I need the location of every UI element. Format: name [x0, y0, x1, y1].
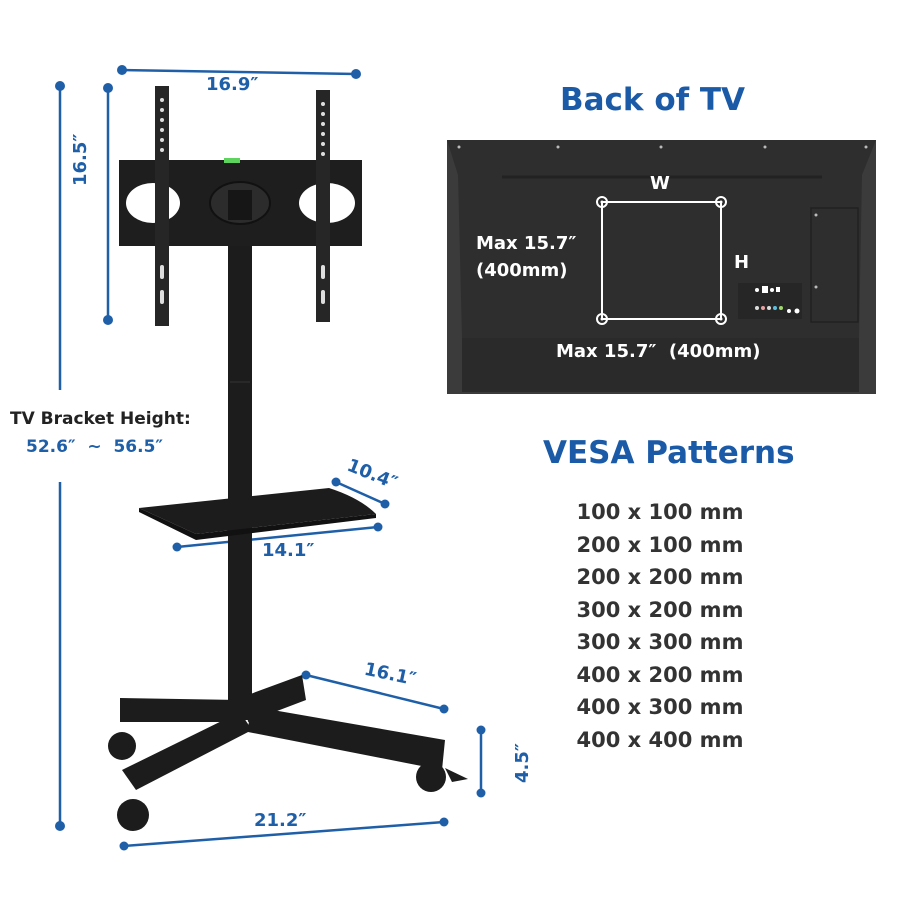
back-of-tv-title: Back of TV	[560, 82, 746, 118]
vesa-pattern: 200 x 200 mm	[576, 565, 744, 589]
max-height-line2: (400mm)	[476, 260, 568, 281]
shelf-width-label: 14.1″	[262, 540, 315, 561]
tv-mount-bracket	[119, 86, 362, 326]
stand-base	[108, 675, 468, 831]
stand-shelf	[139, 488, 376, 540]
bracket-height-caption: TV Bracket Height:	[10, 409, 191, 429]
vesa-pattern: 300 x 200 mm	[576, 597, 744, 622]
bracket-height-label: 16.5″	[70, 133, 91, 186]
vesa-pattern: 400 x 200 mm	[576, 662, 744, 687]
base-width-label: 21.2″	[254, 810, 307, 831]
max-height-line1: Max 15.7″	[476, 233, 577, 254]
max-width-label: Max 15.7″ (400mm)	[556, 341, 761, 362]
vesa-pattern-list: 100 x 100 mm 200 x 100 mm 200 x 200 mm 3…	[560, 496, 760, 756]
tv-back-illustration	[447, 140, 876, 394]
bracket-width-label: 16.9″	[206, 74, 259, 95]
vesa-pattern: 300 x 300 mm	[576, 630, 744, 654]
base-height-label: 4.5″	[512, 743, 533, 783]
vesa-width-label: W	[650, 173, 670, 194]
vesa-pattern: 200 x 100 mm	[576, 532, 744, 557]
stand-pole	[228, 240, 252, 710]
vesa-pattern: 400 x 300 mm	[576, 695, 744, 719]
overall-height-dimension-line	[55, 81, 65, 831]
vesa-patterns-title: VESA Patterns	[543, 435, 795, 471]
vesa-pattern: 400 x 400 mm	[576, 727, 744, 752]
vesa-pattern: 100 x 100 mm	[576, 500, 744, 524]
bracket-height-range: 52.6″ ~ 56.5″	[26, 437, 163, 457]
vesa-height-label: H	[734, 252, 750, 273]
